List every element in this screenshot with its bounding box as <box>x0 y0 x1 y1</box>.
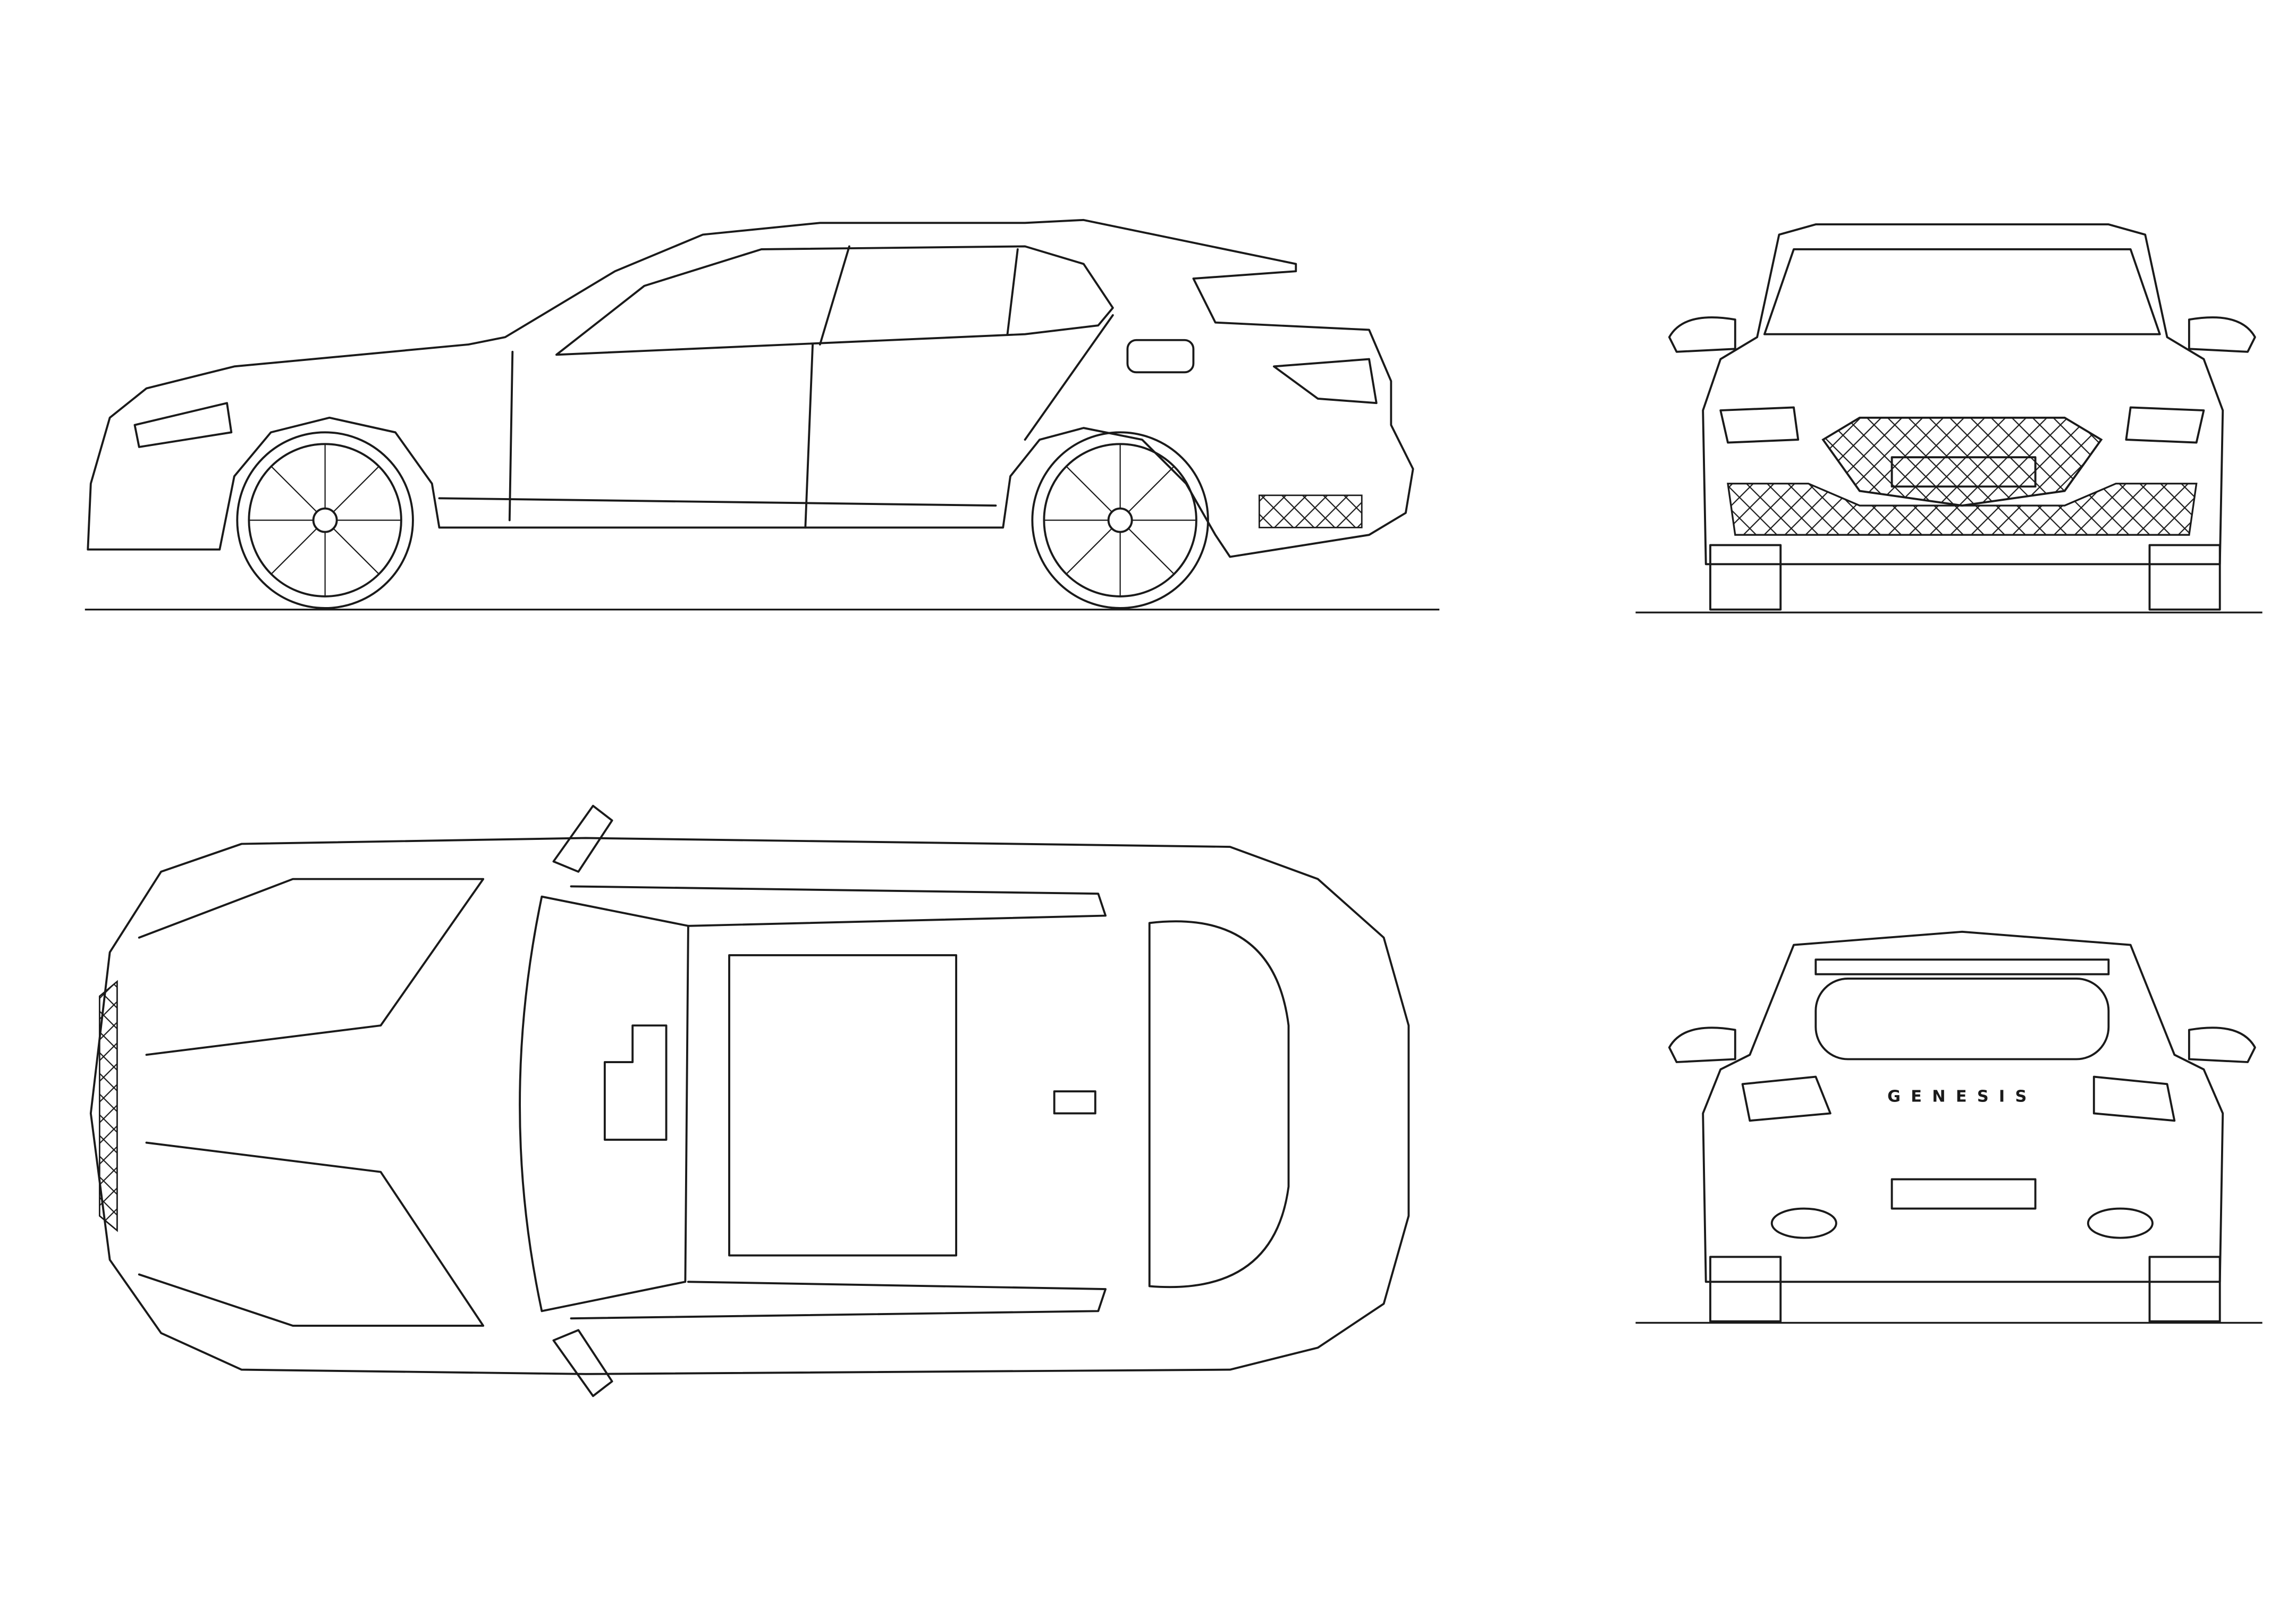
front-left-mirror <box>1668 316 1736 353</box>
front-right-headlight <box>2125 406 2205 444</box>
front-body-outline <box>1702 223 2224 566</box>
front-windshield <box>1763 248 2161 335</box>
rear-left-exhaust <box>1770 1207 1837 1239</box>
rear-right-exhaust <box>2087 1207 2154 1239</box>
front-left-headlight <box>1719 406 1800 444</box>
rear-window <box>1814 978 2110 1060</box>
side-taillight <box>1273 358 1378 405</box>
top-rear-window <box>1148 920 1290 1289</box>
rear-left-mirror <box>1668 1026 1736 1063</box>
front-grille <box>1821 416 2103 507</box>
side-sill <box>438 497 997 507</box>
top-view <box>89 804 1410 1398</box>
front-license-plate <box>1890 456 2037 488</box>
top-body-outline <box>89 837 1410 1375</box>
side-c-pillar <box>1006 248 1019 335</box>
side-rear-wheel <box>1031 431 1209 609</box>
side-b-pillar <box>818 245 850 346</box>
top-roof-badge <box>1053 1090 1096 1115</box>
rear-license-plate <box>1890 1178 2037 1210</box>
top-front-grille <box>98 980 118 1232</box>
rear-right-mirror <box>2188 1026 2256 1063</box>
rear-right-tire <box>2148 1256 2221 1323</box>
side-front-wheel <box>236 431 414 609</box>
side-door-line <box>508 314 1114 529</box>
top-cowl-vent <box>603 1024 668 1141</box>
front-view <box>1635 223 2263 613</box>
front-left-tire <box>1709 544 1782 611</box>
rear-badge: GENESIS <box>1887 1087 2037 1106</box>
side-headlight <box>133 402 233 448</box>
rear-right-taillight <box>2092 1075 2176 1122</box>
side-window <box>555 245 1114 356</box>
rear-left-taillight <box>1741 1075 1831 1122</box>
top-hood <box>138 878 485 1327</box>
side-view <box>85 218 1440 611</box>
rear-left-tire <box>1709 1256 1782 1323</box>
top-right-mirror <box>552 1329 613 1398</box>
front-lower-grille <box>1727 483 2198 536</box>
side-fuel-door <box>1126 339 1195 374</box>
top-windshield <box>519 895 689 1312</box>
side-rear-diffuser <box>1259 494 1363 528</box>
rear-body-outline <box>1702 930 2224 1283</box>
front-right-tire <box>2148 544 2221 611</box>
rear-spoiler <box>1814 958 2110 975</box>
side-body-outline <box>87 218 1414 558</box>
rear-view: GENESIS <box>1635 930 2263 1324</box>
top-sunroof <box>728 954 958 1257</box>
top-left-mirror <box>552 804 613 873</box>
front-right-mirror <box>2188 316 2256 353</box>
top-side-windows <box>570 885 1107 1320</box>
